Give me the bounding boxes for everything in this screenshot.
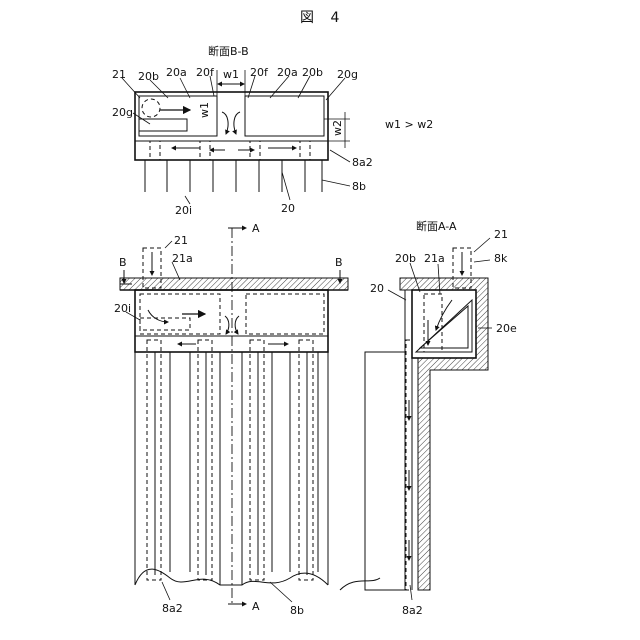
bb-label-w1: w1: [223, 68, 239, 81]
bb-inlet-4: [300, 141, 310, 160]
front-label-8b: 8b: [290, 604, 304, 617]
front-tubes: [135, 340, 328, 585]
aa-block-20: [365, 352, 405, 590]
front-label-8a2: 8a2: [162, 602, 183, 615]
bb-label-20: 20: [281, 202, 295, 215]
bb-tube-legs: [145, 160, 322, 192]
aa-label-20b: 20b: [395, 252, 416, 265]
aa-label-21: 21: [494, 228, 508, 241]
bb-label-20g-right: 20g: [337, 68, 358, 81]
section-bb: 断面B-B: [112, 44, 433, 217]
front-label-a-bottom: A: [252, 600, 260, 613]
front-right-chamber: [246, 294, 324, 334]
width-relation: w1 > w2: [385, 118, 433, 131]
bb-flow-arrow-4: [222, 112, 228, 134]
bb-housing: [135, 92, 328, 160]
front-label-b-right: B: [335, 256, 343, 269]
section-aa: 断面A-A 21 8k 20b 21a 20 20e: [340, 219, 517, 617]
front-view: A A 21 B B 21a 20i: [114, 222, 348, 617]
bb-label-20i: 20i: [175, 204, 192, 217]
bb-inlet-1: [150, 141, 160, 160]
bb-inlet-2: [200, 141, 210, 160]
bb-label-20a-left: 20a: [166, 66, 187, 79]
front-left-chamber: [140, 294, 220, 334]
aa-label-8k: 8k: [494, 252, 508, 265]
aa-label-20e: 20e: [496, 322, 517, 335]
bb-label-20a-right: 20a: [277, 66, 298, 79]
bb-right-chamber: [245, 96, 324, 136]
aa-label-21a: 21a: [424, 252, 445, 265]
section-bb-title: 断面B-B: [208, 44, 249, 58]
front-label-a-top: A: [252, 222, 260, 235]
bb-label-21: 21: [112, 68, 126, 81]
bb-label-20f-left: 20f: [196, 66, 215, 79]
front-ceiling-hatch: [120, 278, 348, 290]
figure-title: 図 4: [300, 10, 345, 26]
bb-label-20f-right: 20f: [250, 66, 269, 79]
front-left-channel: [140, 318, 190, 330]
front-label-21a: 21a: [172, 252, 193, 265]
bb-duct-circle: [142, 99, 160, 117]
front-label-b-left: B: [119, 256, 127, 269]
bb-label-20g-left: 20g: [112, 106, 133, 119]
front-label-20i: 20i: [114, 302, 131, 315]
aa-wall-hatch: [400, 278, 488, 590]
bb-label-w1-vertical: w1: [198, 102, 211, 118]
bb-label-8a2: 8a2: [352, 156, 373, 169]
bb-left-channel: [139, 119, 187, 131]
bb-label-w2: w2: [331, 120, 344, 136]
bb-label-20b-right: 20b: [302, 66, 323, 79]
section-aa-title: 断面A-A: [416, 219, 457, 233]
aa-label-20: 20: [370, 282, 384, 295]
front-label-21: 21: [174, 234, 188, 247]
bb-flow-arrow-5: [234, 112, 240, 134]
bb-label-20b-left: 20b: [138, 70, 159, 83]
aa-label-8a2: 8a2: [402, 604, 423, 617]
bb-label-8b: 8b: [352, 180, 366, 193]
